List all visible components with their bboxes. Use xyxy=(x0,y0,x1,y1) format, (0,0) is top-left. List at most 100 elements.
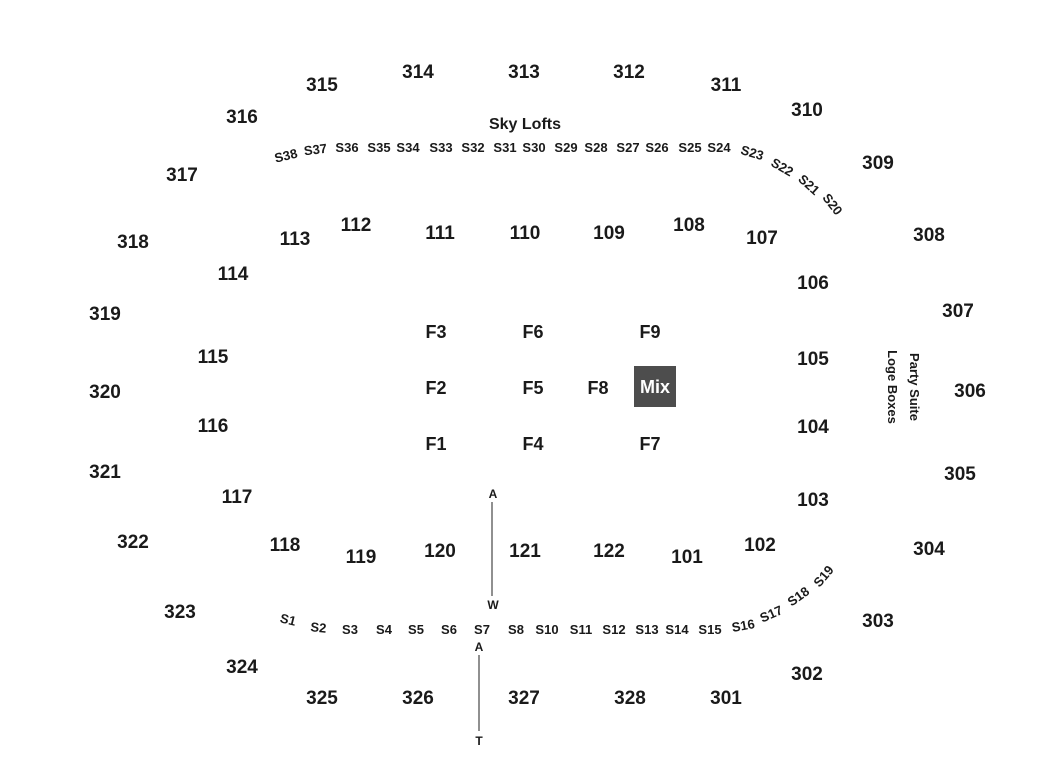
suite-s17[interactable]: S17 xyxy=(758,602,785,625)
section-f2[interactable]: F2 xyxy=(425,378,446,398)
section-120[interactable]: 120 xyxy=(424,541,456,562)
section-f9[interactable]: F9 xyxy=(639,322,660,342)
section-105[interactable]: 105 xyxy=(797,349,829,370)
suite-s19[interactable]: S19 xyxy=(810,562,836,589)
section-308[interactable]: 308 xyxy=(913,225,945,246)
suite-s18[interactable]: S18 xyxy=(785,583,813,609)
section-319[interactable]: 319 xyxy=(89,304,121,325)
section-320[interactable]: 320 xyxy=(89,382,121,403)
section-317[interactable]: 317 xyxy=(166,165,198,186)
section-303[interactable]: 303 xyxy=(862,611,894,632)
section-306[interactable]: 306 xyxy=(954,381,986,402)
suite-s29[interactable]: S29 xyxy=(554,140,577,155)
suite-s5[interactable]: S5 xyxy=(408,622,424,637)
suite-s36[interactable]: S36 xyxy=(335,140,358,155)
section-113[interactable]: 113 xyxy=(280,229,311,250)
suite-s33[interactable]: S33 xyxy=(429,140,452,155)
suite-s32[interactable]: S32 xyxy=(461,140,484,155)
section-301[interactable]: 301 xyxy=(710,688,742,709)
section-122[interactable]: 122 xyxy=(593,541,625,562)
section-322[interactable]: 322 xyxy=(117,532,149,553)
section-108[interactable]: 108 xyxy=(673,215,705,236)
section-116[interactable]: 116 xyxy=(198,416,229,437)
suite-s6[interactable]: S6 xyxy=(441,622,457,637)
section-102[interactable]: 102 xyxy=(744,535,776,556)
suite-s25[interactable]: S25 xyxy=(678,140,701,155)
section-101[interactable]: 101 xyxy=(671,547,703,568)
section-326[interactable]: 326 xyxy=(402,688,434,709)
section-314[interactable]: 314 xyxy=(402,62,434,83)
suite-s12[interactable]: S12 xyxy=(602,622,625,637)
section-309[interactable]: 309 xyxy=(862,153,894,174)
suite-s37[interactable]: S37 xyxy=(303,141,328,159)
section-318[interactable]: 318 xyxy=(117,232,149,253)
aisle-markers: A W A T xyxy=(475,487,500,748)
suite-s38[interactable]: S38 xyxy=(273,146,299,166)
section-302[interactable]: 302 xyxy=(791,664,823,685)
aisle-bottom-a-label: A xyxy=(475,640,484,654)
suite-s22[interactable]: S22 xyxy=(768,155,796,180)
suite-s23[interactable]: S23 xyxy=(739,142,765,163)
section-f3[interactable]: F3 xyxy=(425,322,446,342)
section-119[interactable]: 119 xyxy=(346,547,377,568)
section-f8[interactable]: F8 xyxy=(587,378,608,398)
section-311[interactable]: 311 xyxy=(711,75,742,96)
section-304[interactable]: 304 xyxy=(913,539,945,560)
suite-s15[interactable]: S15 xyxy=(698,622,721,637)
section-321[interactable]: 321 xyxy=(89,462,121,483)
section-117[interactable]: 117 xyxy=(222,487,253,508)
section-103[interactable]: 103 xyxy=(797,490,829,511)
suite-s3[interactable]: S3 xyxy=(342,622,358,637)
suite-s11[interactable]: S11 xyxy=(570,622,592,637)
section-f6[interactable]: F6 xyxy=(522,322,543,342)
section-313[interactable]: 313 xyxy=(508,62,540,83)
suite-s21[interactable]: S21 xyxy=(795,171,822,198)
section-110[interactable]: 110 xyxy=(510,223,541,244)
section-305[interactable]: 305 xyxy=(944,464,976,485)
suite-s1[interactable]: S1 xyxy=(279,610,298,628)
section-107[interactable]: 107 xyxy=(746,228,778,249)
section-316[interactable]: 316 xyxy=(226,107,258,128)
suite-s4[interactable]: S4 xyxy=(376,622,393,637)
section-f1[interactable]: F1 xyxy=(425,434,446,454)
section-310[interactable]: 310 xyxy=(791,100,823,121)
section-307[interactable]: 307 xyxy=(942,301,974,322)
sky-lofts-label: Sky Lofts xyxy=(489,116,561,133)
section-315[interactable]: 315 xyxy=(306,75,338,96)
suite-s14[interactable]: S14 xyxy=(665,622,689,637)
section-312[interactable]: 312 xyxy=(613,62,645,83)
suite-s35[interactable]: S35 xyxy=(367,140,390,155)
section-324[interactable]: 324 xyxy=(226,657,258,678)
suite-s8[interactable]: S8 xyxy=(508,622,524,637)
suite-s2[interactable]: S2 xyxy=(310,619,327,635)
section-121[interactable]: 121 xyxy=(509,541,541,562)
suite-s26[interactable]: S26 xyxy=(645,140,668,155)
section-f7[interactable]: F7 xyxy=(639,434,660,454)
section-f4[interactable]: F4 xyxy=(522,434,543,454)
suite-s30[interactable]: S30 xyxy=(522,140,545,155)
suite-s20[interactable]: S20 xyxy=(820,190,846,217)
section-327[interactable]: 327 xyxy=(508,688,540,709)
suite-s16[interactable]: S16 xyxy=(731,616,756,635)
section-325[interactable]: 325 xyxy=(306,688,338,709)
section-104[interactable]: 104 xyxy=(797,417,829,438)
suite-s13[interactable]: S13 xyxy=(635,622,658,637)
loge-boxes-label: Loge Boxes xyxy=(885,350,900,424)
suite-s27[interactable]: S27 xyxy=(616,140,639,155)
section-328[interactable]: 328 xyxy=(614,688,646,709)
suite-s28[interactable]: S28 xyxy=(584,140,607,155)
section-115[interactable]: 115 xyxy=(198,347,229,368)
section-112[interactable]: 112 xyxy=(341,215,372,236)
section-106[interactable]: 106 xyxy=(797,273,829,294)
section-114[interactable]: 114 xyxy=(218,264,249,285)
section-111[interactable]: 111 xyxy=(425,223,455,244)
suite-s31[interactable]: S31 xyxy=(493,140,516,155)
suite-s34[interactable]: S34 xyxy=(396,140,420,155)
section-323[interactable]: 323 xyxy=(164,602,196,623)
suite-s24[interactable]: S24 xyxy=(707,140,731,155)
suite-s10[interactable]: S10 xyxy=(535,622,558,637)
section-118[interactable]: 118 xyxy=(270,535,301,556)
suite-s7[interactable]: S7 xyxy=(474,622,490,637)
section-109[interactable]: 109 xyxy=(593,223,625,244)
section-f5[interactable]: F5 xyxy=(522,378,543,398)
